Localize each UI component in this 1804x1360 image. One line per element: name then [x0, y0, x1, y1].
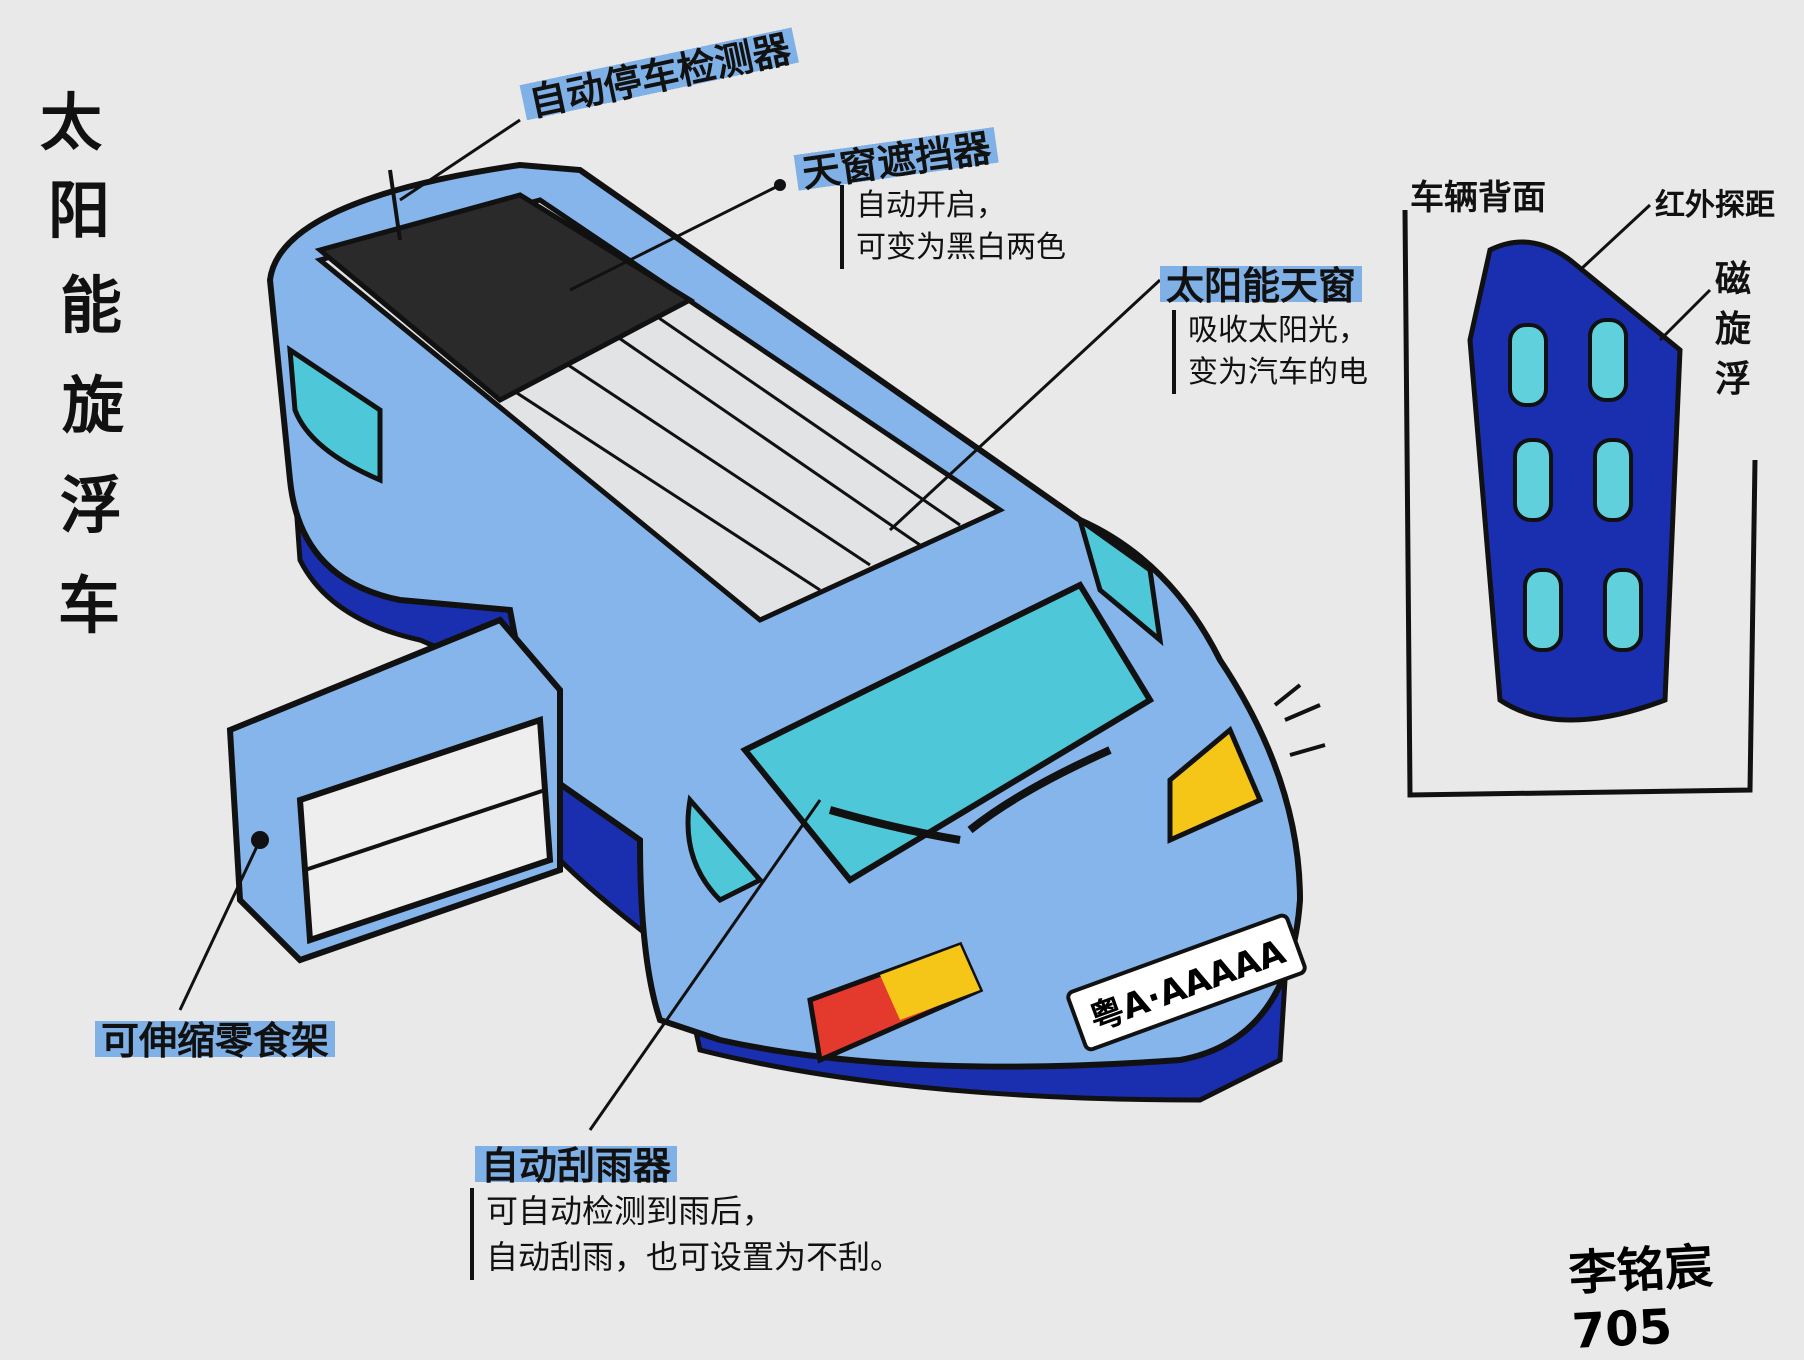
- wiper-desc: 可自动检测到雨后， 自动刮雨，也可设置为不刮。: [470, 1188, 902, 1280]
- desc-line: 吸收太阳光，: [1188, 313, 1368, 348]
- title-char: 能: [60, 269, 123, 342]
- label-infrared: 红外探距: [1655, 188, 1775, 223]
- side-window-left: [685, 794, 765, 904]
- desc-line: 可变为黑白两色: [856, 230, 1066, 265]
- label-rear-view: 车辆背面: [1410, 178, 1546, 218]
- desc-line: 自动开启，: [856, 188, 1006, 223]
- title-char: 车: [58, 569, 121, 642]
- title-char: 旋: [62, 369, 125, 442]
- label-char: 浮: [1715, 359, 1752, 400]
- headlight-right: [1167, 725, 1264, 844]
- sunroof-shade: [314, 192, 696, 403]
- sunroof-shade-desc: 自动开启， 可变为黑白两色: [840, 185, 1066, 269]
- desc-line: 可自动检测到雨后，: [486, 1192, 775, 1230]
- label-solar-sunroof: 太阳能天窗: [1160, 255, 1363, 310]
- side-window-front: [1075, 513, 1164, 647]
- maglev-pods: [1508, 318, 1643, 652]
- wiper: [828, 746, 1112, 844]
- label-maglev: 磁 旋 浮: [1715, 255, 1751, 405]
- title-char: 阳: [48, 174, 111, 247]
- label-wiper: 自动刮雨器: [475, 1135, 678, 1190]
- title-char: 浮: [60, 469, 123, 542]
- label-snack-rack: 可伸缩零食架: [95, 1010, 336, 1065]
- label-char: 旋: [1715, 309, 1752, 350]
- desc-line: 变为汽车的电: [1188, 355, 1368, 390]
- title-char: 太: [40, 86, 103, 159]
- side-window-rear: [287, 345, 383, 484]
- label-char: 磁: [1715, 259, 1752, 300]
- rear-view-car: [1467, 239, 1683, 723]
- signature: 李铭宸705: [1567, 1238, 1715, 1360]
- solar-sunroof-desc: 吸收太阳光， 变为汽车的电: [1172, 310, 1368, 394]
- windshield: [740, 581, 1155, 884]
- rear-view-frame: [1402, 209, 1758, 798]
- desc-line: 自动刮雨，也可设置为不刮。: [486, 1238, 903, 1276]
- car-drawing: [178, 118, 1758, 1131]
